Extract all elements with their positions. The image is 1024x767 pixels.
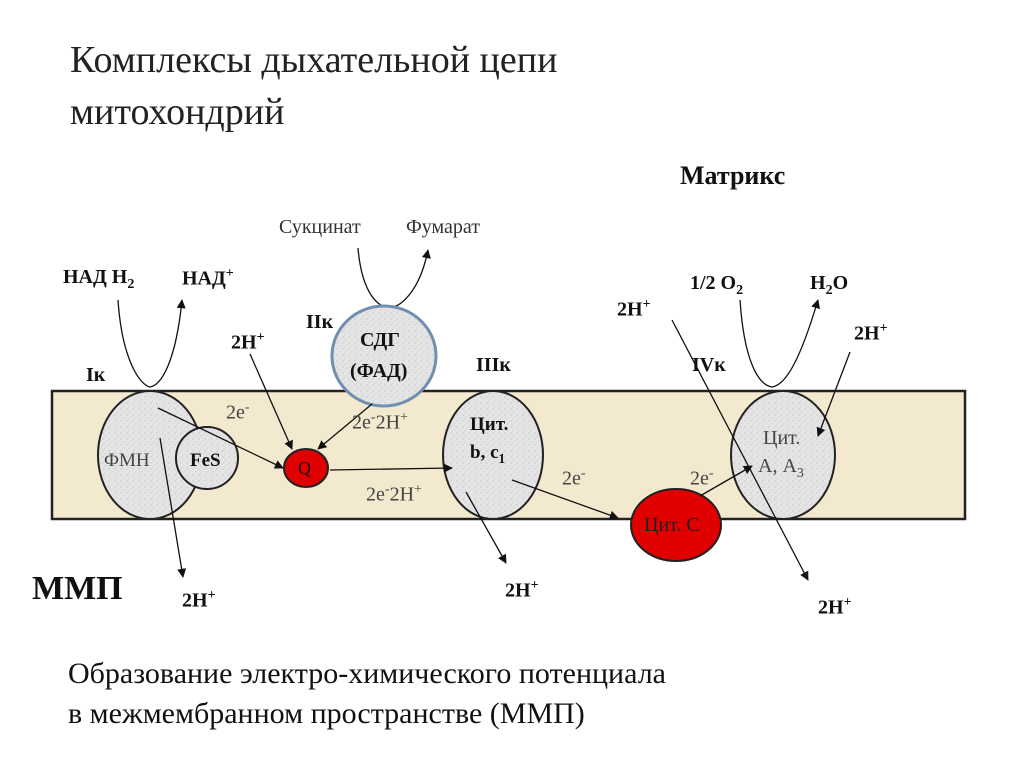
electron-label-complex1: 2е- <box>226 400 250 424</box>
arrow-fmn-to-q <box>157 407 284 469</box>
arrow-complex3-proton-out <box>465 491 507 564</box>
matrix-label: Матрикс <box>680 161 786 190</box>
fad-label: (ФАД) <box>350 360 408 382</box>
complex-2-label: IIк <box>306 311 334 333</box>
nad-plus-label: НАД+ <box>182 266 234 290</box>
complex-1-label: Iк <box>86 364 106 386</box>
proton-label-complex1-in: 2Н+ <box>231 330 265 354</box>
electron-proton-label-complex2: 2е-2Н+ <box>352 410 408 434</box>
caption: Образование электро-химического потенциа… <box>68 654 666 734</box>
proton-label-complex3-out: 2Н+ <box>505 578 539 602</box>
half-o2-label: 1/2 О2 <box>690 272 744 298</box>
complex-4-label: IVк <box>692 354 726 376</box>
proton-label-matrix-right: 2Н+ <box>854 321 888 345</box>
complex-3-ellipse <box>442 390 544 520</box>
cyt-bc1-label-line1: Цит. <box>470 414 509 435</box>
fmn-label: ФМН <box>104 450 150 471</box>
nadh-label: НАД Н2 <box>63 266 135 292</box>
arrow-2h-to-q <box>249 353 293 450</box>
cyt-aa3-label-line2: А, А3 <box>758 455 804 481</box>
complex-4-ellipse <box>730 390 836 520</box>
arrow-complex4-proton-pump <box>671 319 809 581</box>
ims-label: ММП <box>32 570 123 607</box>
page-title: Комплексы дыхательной цепи митохондрий <box>70 34 557 138</box>
arrow-complex1-proton-out <box>159 437 187 578</box>
proton-label-complex4-in: 2Н+ <box>617 297 651 321</box>
proton-label-complex4-out: 2Н+ <box>818 595 852 619</box>
complex-3-label: IIIк <box>476 354 511 376</box>
caption-line-2: в межмембранном пространстве (ММП) <box>68 697 585 730</box>
proton-label-complex1-out: 2Н+ <box>182 588 216 612</box>
h2o-label: Н2О <box>810 272 849 298</box>
sdg-ellipse <box>330 304 438 408</box>
electron-proton-label-q: 2е-2Н+ <box>366 482 422 506</box>
succinate-label: Сукцинат <box>279 216 361 238</box>
arrow-cyt-c-to-cyt-aa3 <box>699 465 753 497</box>
succinate-loop-arrow <box>357 247 431 309</box>
electron-label-cyt-c: 2е- <box>690 466 714 490</box>
cyt-aa3-label-line1: Цит. <box>763 427 801 449</box>
fes-circle <box>175 426 239 490</box>
arrow-2h-to-cyt-aa3 <box>816 351 851 437</box>
title-line-2: митохондрий <box>70 91 285 133</box>
nadh-loop-arrow <box>117 299 186 388</box>
cyt-c-label: Цит. С <box>644 514 700 536</box>
arrow-q-to-cyt-bc1 <box>329 463 453 473</box>
oxygen-loop-arrow <box>739 299 821 388</box>
cyt-bc1-label-line2: b, c1 <box>470 442 506 466</box>
title-line-1: Комплексы дыхательной цепи <box>70 39 558 81</box>
cytochrome-c <box>630 488 722 562</box>
q-label: Q <box>298 458 311 478</box>
electron-label-complex3: 2е- <box>562 466 586 490</box>
fumarate-label: Фумарат <box>406 216 481 238</box>
sdg-label: СДГ <box>360 329 400 351</box>
arrow-cyt-bc1-to-cyt-c <box>511 479 619 520</box>
caption-line-1: Образование электро-химического потенциа… <box>68 657 666 690</box>
ubiquinone-q <box>283 448 329 488</box>
arrow-sdg-to-q <box>317 403 373 450</box>
fes-label: FeS <box>190 450 221 471</box>
